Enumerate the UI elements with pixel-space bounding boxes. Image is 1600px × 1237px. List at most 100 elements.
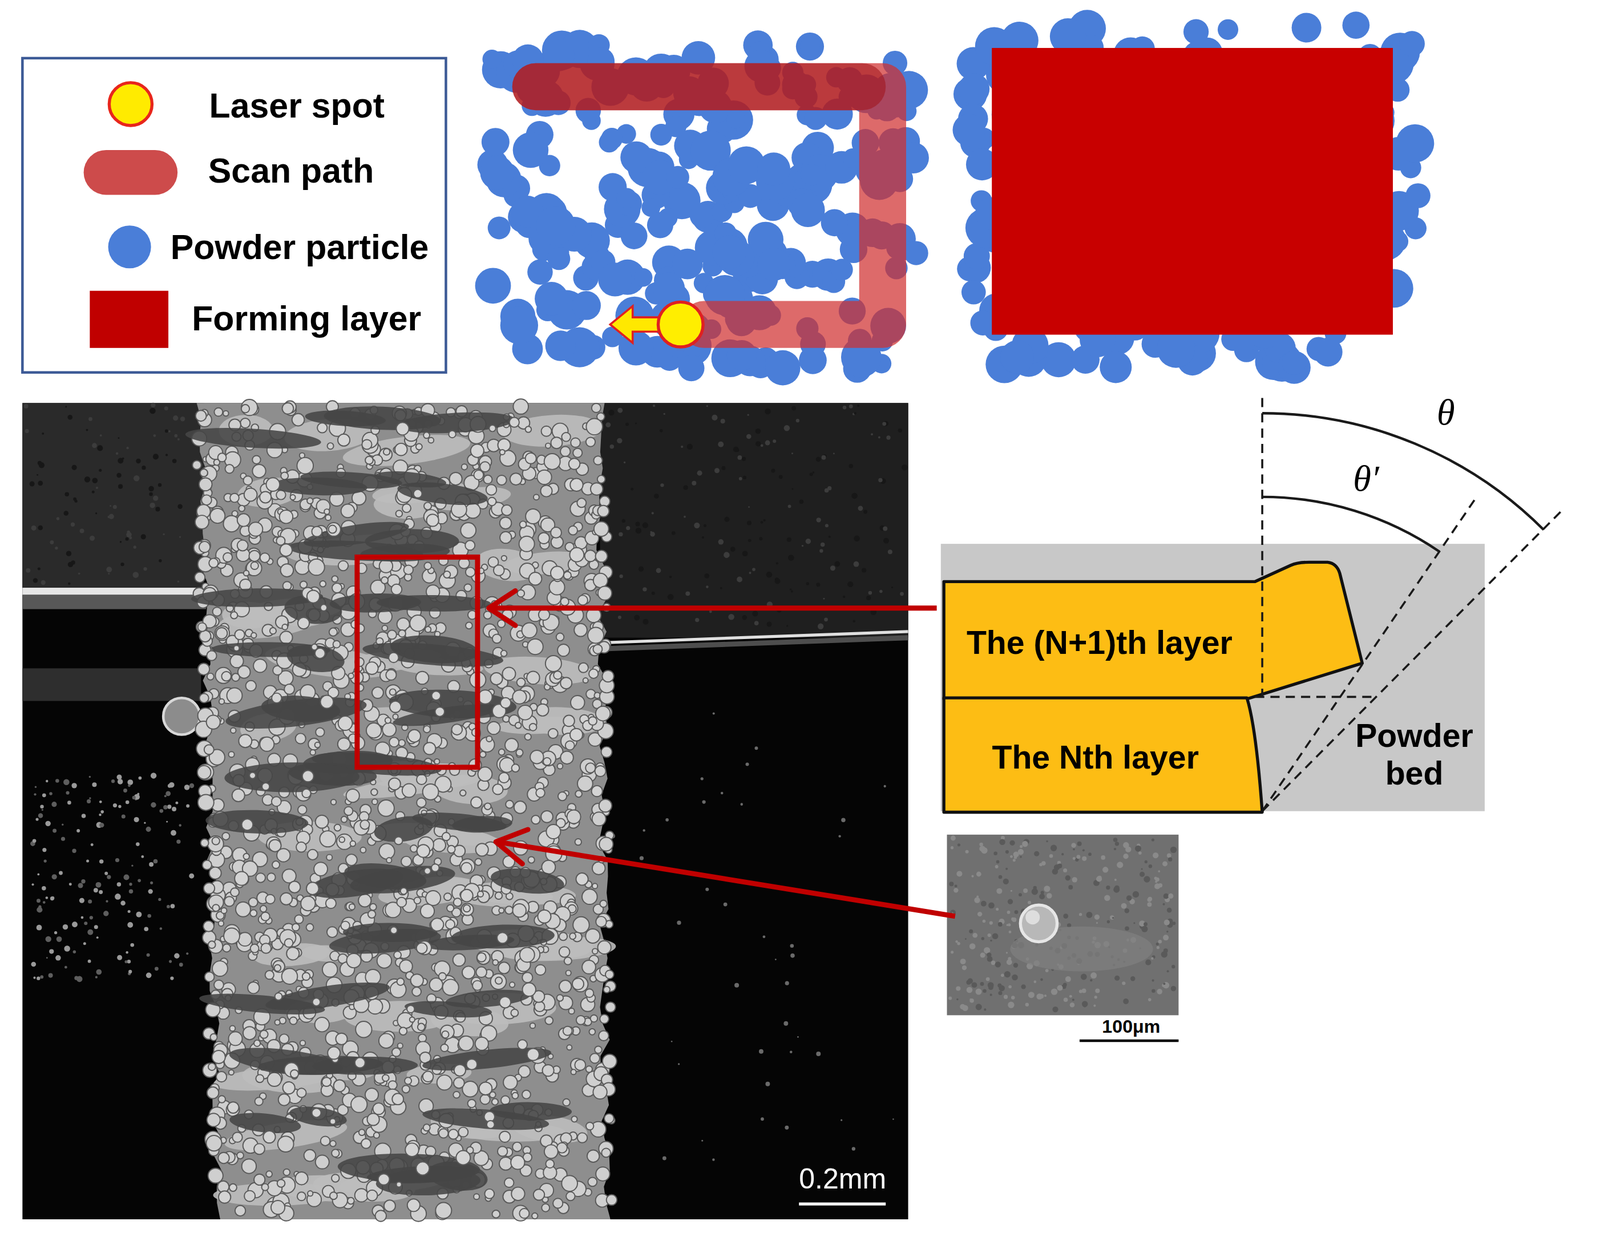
surface-texture — [695, 617, 700, 622]
adhered-particle — [530, 1023, 536, 1029]
surface-texture — [112, 504, 117, 509]
powder-speck — [51, 874, 58, 880]
adhered-particle — [574, 623, 588, 637]
powder-speck — [33, 976, 36, 980]
surface-texture — [165, 453, 168, 456]
powder-speck — [35, 817, 39, 821]
surface-texture — [126, 446, 129, 450]
powder-speck — [63, 779, 70, 786]
powder-speck — [163, 805, 168, 810]
adhered-particle — [370, 789, 378, 797]
surface-texture — [723, 551, 730, 559]
adhered-particle — [295, 559, 310, 575]
powder-speck — [121, 814, 126, 819]
powder-speck — [81, 813, 87, 819]
surface-texture — [621, 519, 626, 523]
powder-speck — [127, 910, 131, 913]
powder-speck — [143, 926, 149, 932]
powder-speck — [148, 862, 154, 867]
powder-speck — [104, 871, 108, 876]
powder-particle — [712, 235, 747, 269]
adhered-particle — [275, 1019, 281, 1025]
powder-speck — [81, 916, 84, 920]
powder-particle — [666, 166, 690, 189]
powder-speck — [700, 777, 704, 781]
surface-texture — [41, 580, 46, 585]
surface-texture — [117, 437, 120, 439]
adhered-particle — [536, 470, 552, 485]
powder-speck — [95, 976, 98, 979]
surface-texture — [778, 474, 783, 479]
surface-texture — [792, 487, 794, 490]
powder-speck — [153, 859, 159, 864]
surface-texture — [901, 464, 908, 471]
surface-texture — [755, 428, 762, 435]
powder-speck — [170, 830, 177, 836]
adhered-particle — [398, 739, 406, 747]
adhered-particle — [216, 627, 228, 640]
adhered-particle — [479, 1094, 490, 1105]
powder-speck — [123, 874, 129, 880]
surface-texture — [37, 525, 43, 531]
substrate-upper-left — [22, 402, 204, 589]
powder-speck — [175, 801, 179, 805]
powder-particle — [1000, 340, 1034, 374]
powder-speck — [48, 973, 54, 979]
surface-texture — [733, 446, 739, 453]
adhered-particle — [483, 475, 492, 484]
surface-texture — [608, 409, 614, 416]
adhered-particle — [384, 1200, 396, 1212]
powder-speck — [159, 927, 163, 930]
adhered-particle — [556, 633, 565, 642]
powder-speck — [39, 805, 44, 809]
adhered-particle — [361, 439, 372, 450]
powder-particle — [1277, 350, 1311, 385]
adhered-particle — [300, 1040, 306, 1046]
surface-texture — [887, 549, 893, 555]
powder-speck — [146, 953, 151, 957]
surface-texture — [868, 591, 873, 596]
adhered-particle — [571, 1116, 577, 1122]
powder-speck — [36, 898, 41, 903]
powder-speck — [186, 803, 190, 808]
surface-texture — [683, 485, 689, 490]
powder-speck — [50, 896, 55, 900]
surface-texture — [717, 441, 724, 448]
plate-strip — [22, 668, 201, 701]
surface-texture — [801, 544, 804, 547]
powder-speck — [46, 956, 48, 959]
powder-particle-group — [475, 29, 929, 386]
adhered-particle — [244, 1190, 256, 1202]
powder-speck — [170, 976, 174, 980]
surface-texture — [106, 566, 112, 573]
surface-texture — [54, 546, 58, 550]
adhered-particle — [557, 763, 564, 770]
adhered-particle — [235, 1205, 246, 1216]
adhered-particle — [503, 1075, 518, 1090]
powder-particle — [821, 209, 849, 237]
adhered-particle — [410, 845, 418, 852]
surface-texture — [149, 407, 156, 415]
powder-speck — [55, 778, 60, 783]
surface-texture — [834, 561, 840, 568]
powder-speck — [740, 802, 744, 806]
surface-texture — [651, 511, 654, 515]
surface-texture — [827, 486, 832, 491]
surface-texture — [78, 572, 81, 575]
surface-texture — [56, 516, 60, 521]
surface-texture — [84, 476, 91, 483]
adhered-particle — [296, 457, 314, 475]
surface-texture — [177, 438, 180, 441]
powder-speck — [112, 803, 117, 808]
powder-speck — [111, 779, 115, 783]
powder-speck — [62, 924, 68, 930]
surface-texture — [788, 554, 794, 561]
powder-speck — [165, 790, 171, 797]
powder-speck — [639, 855, 644, 860]
adhered-particle — [381, 625, 388, 632]
surface-texture — [730, 546, 736, 552]
adhered-particle — [372, 687, 384, 699]
surface-texture — [617, 615, 622, 620]
adhered-particle — [397, 1043, 403, 1049]
powder-particle — [1217, 19, 1239, 40]
